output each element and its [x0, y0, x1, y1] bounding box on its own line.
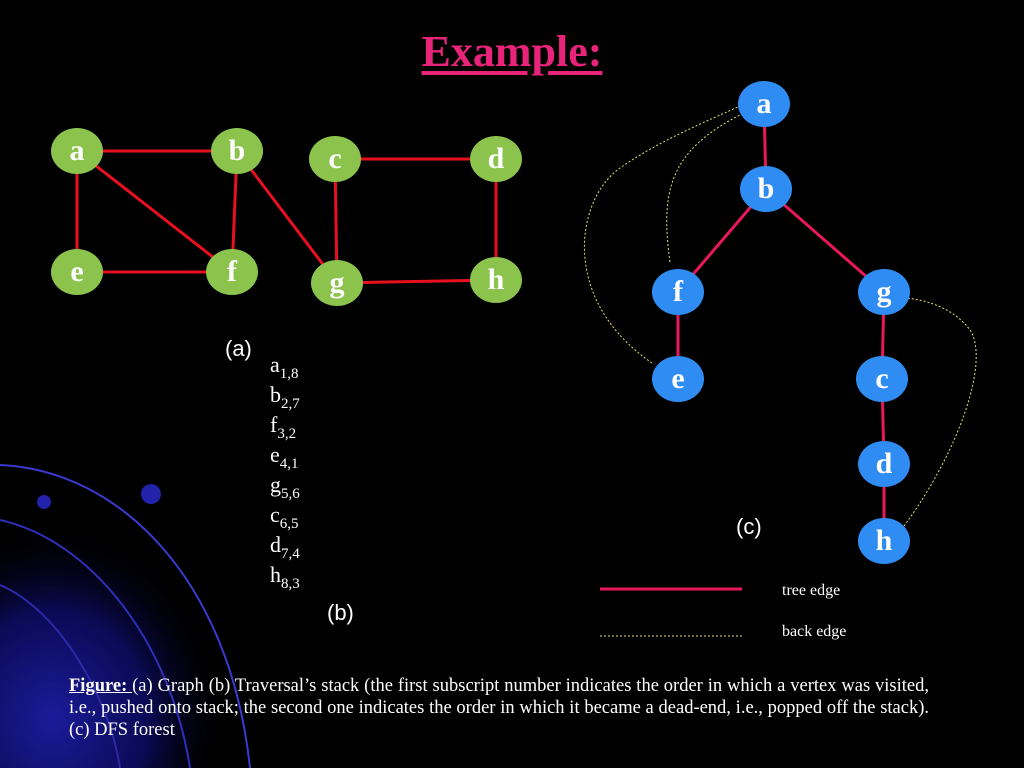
graph-node-g: g: [311, 260, 363, 306]
graph-edge-b-g: [235, 150, 339, 284]
stack-subscript: 5,6: [281, 486, 300, 502]
graph-caption: (a): [225, 336, 252, 361]
stack-item-f: f3,2: [270, 410, 300, 442]
legend-back-edge-label: back edge: [782, 623, 847, 640]
back-edge-h-g: [903, 297, 977, 527]
back-edge-f-a: [666, 113, 743, 263]
graph-node-a: a: [51, 128, 103, 174]
stack-item-b: b2,7: [270, 380, 300, 412]
figure-caption-text: (a) Graph (b) Traversal’s stack (the fir…: [69, 676, 929, 740]
stack-subscript: 1,8: [279, 366, 299, 382]
forest-node-b: b: [740, 166, 792, 212]
stack-vertex: e: [270, 442, 280, 467]
slide-title: Example:: [421, 27, 603, 76]
graph-node-d: d: [470, 136, 522, 182]
forest-node-h: h: [858, 518, 910, 564]
graph-node-f: f: [206, 249, 258, 295]
stack-item-c: c6,5: [270, 500, 300, 532]
figure-caption-lead: Figure:: [69, 676, 133, 696]
stack-subscript: 8,3: [281, 576, 300, 592]
tree-edge-b-g: [765, 187, 885, 294]
forest-node-d: d: [858, 441, 910, 487]
graph-edge-a-f: [76, 149, 233, 274]
forest-node-c: c: [856, 356, 908, 402]
stack-subscript: 6,5: [279, 516, 299, 532]
graph-edge-g-h: [336, 278, 497, 285]
stack-vertex: a: [270, 352, 280, 377]
legend-tree-edge-label: tree edge: [782, 582, 841, 599]
stack-item-d: d7,4: [270, 530, 300, 562]
forest-caption: (c): [736, 514, 762, 539]
graph-node-e: e: [51, 249, 103, 295]
graph-node-h: h: [470, 257, 522, 303]
forest-node-g: g: [858, 269, 910, 315]
stack-subscript: 3,2: [277, 426, 297, 442]
traversal-stack: a1,8 b2,7 f3,2 e4,1 g5,6 c6,5 d7,4 h8,3: [270, 350, 300, 592]
stack-vertex: f: [270, 412, 278, 437]
stack-subscript: 7,4: [281, 546, 300, 562]
stack-item-h: h8,3: [270, 560, 300, 592]
figure-caption: Figure: (a) Graph (b) Traversal’s stack …: [69, 675, 929, 741]
stack-item-a: a1,8: [270, 350, 300, 382]
forest-node-e: e: [652, 356, 704, 402]
forest-node-a: a: [738, 81, 790, 127]
forest-node-f: f: [652, 269, 704, 315]
stack-item-e: e4,1: [270, 440, 300, 472]
graph-node-c: c: [309, 136, 361, 182]
stack-subscript: 4,1: [279, 456, 299, 472]
back-edge-e-a: [583, 105, 741, 364]
stack-vertex: h: [270, 562, 281, 587]
graph-node-b: b: [211, 128, 263, 174]
stack-vertex: c: [270, 502, 280, 527]
stack-subscript: 2,7: [281, 396, 300, 412]
stack-item-g: g5,6: [270, 470, 300, 502]
stack-vertex: d: [270, 532, 281, 557]
stack-vertex: b: [270, 382, 281, 407]
stack-vertex: g: [270, 472, 281, 497]
stack-caption: (b): [327, 600, 354, 625]
